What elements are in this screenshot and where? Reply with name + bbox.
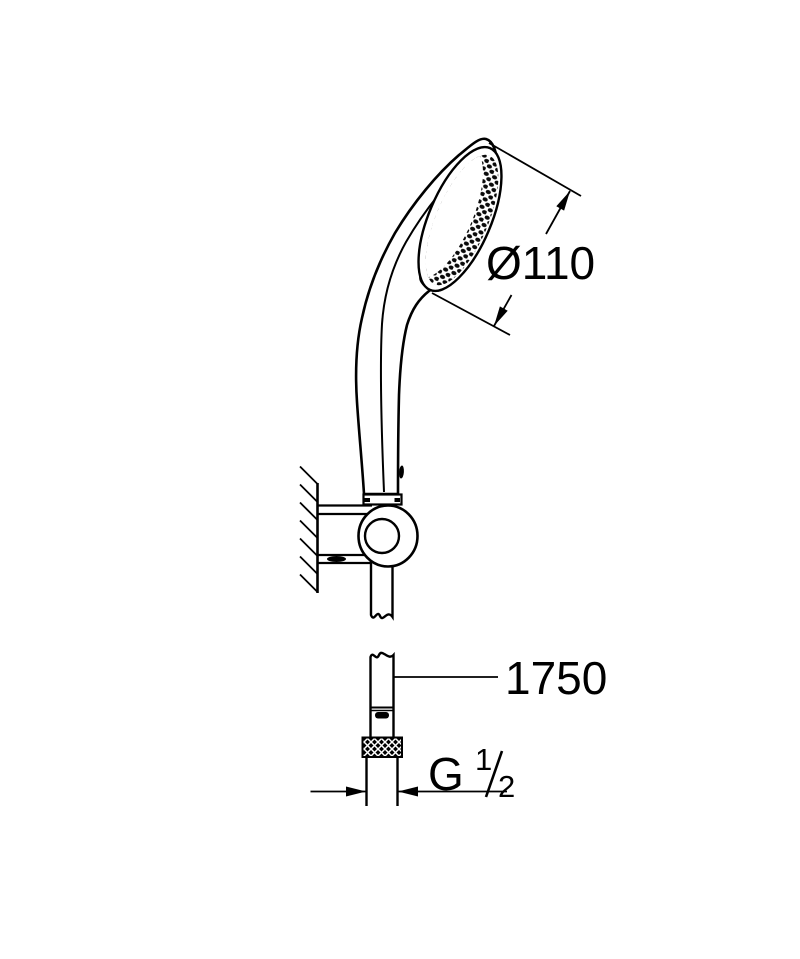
knurled-nut: [361, 736, 403, 758]
hatch-lines: [299, 465, 319, 593]
thread-prefix-label: G: [428, 748, 464, 800]
ring-detail-right: [394, 498, 400, 502]
arm-slot-detail: [327, 556, 346, 562]
arrowhead-bottom: [494, 306, 508, 326]
arrowhead-top: [556, 191, 570, 211]
shower-hose-lower: [361, 651, 403, 806]
connector-detail: [375, 712, 389, 719]
fraction-slash: [484, 750, 504, 798]
arrowhead-left: [346, 786, 366, 797]
thread-dimension: G 1 2: [310, 742, 515, 804]
extension-line-bottom: [431, 292, 511, 336]
thread-denominator-label: 2: [498, 769, 515, 804]
handle-cone-ring: [362, 493, 403, 506]
wall-holder: [357, 504, 419, 568]
arrowhead-right: [398, 786, 418, 797]
spray-face-outline: [417, 145, 503, 293]
diameter-label: Ø110: [486, 237, 595, 289]
hose-length-dimension: 1750: [394, 652, 607, 704]
wall-hatching: [299, 465, 319, 593]
spray-mode-button: [399, 465, 404, 479]
diameter-dimension: Ø110: [431, 142, 595, 336]
hose-lower-with-break: [369, 651, 395, 738]
thread-numerator-label: 1: [475, 742, 492, 777]
hose-length-label: 1750: [505, 652, 607, 704]
holder-inner-ring: [363, 517, 401, 555]
hand-shower: [354, 137, 514, 506]
extension-line-top: [488, 142, 582, 197]
ring-detail-left: [364, 498, 370, 502]
